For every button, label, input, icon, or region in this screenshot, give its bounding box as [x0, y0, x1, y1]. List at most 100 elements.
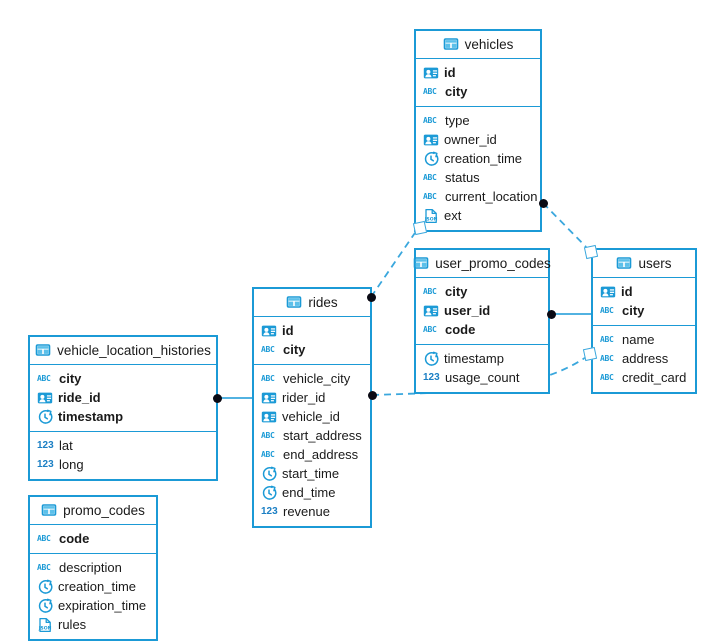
123-number-icon: 123	[261, 505, 278, 517]
table-icon	[41, 502, 57, 518]
column-row: JSON ext	[423, 206, 533, 225]
table-icon	[413, 255, 429, 271]
edge-endpoint-dot	[546, 309, 556, 319]
abc-string-icon: ABC	[423, 172, 437, 182]
table-icon	[443, 36, 459, 52]
column-name: end_time	[282, 485, 336, 500]
relationship-edge-rides-to-vehicles	[370, 226, 420, 298]
123-number-icon: 123	[37, 439, 54, 451]
edge-endpoint-square	[412, 220, 428, 236]
json-document-icon: JSON	[423, 208, 439, 224]
column-name: usage_count	[445, 370, 520, 385]
table-header[interactable]: users	[593, 250, 695, 278]
id-card-icon	[261, 390, 277, 406]
table-header[interactable]: vehicle_location_histories	[30, 337, 216, 365]
table-name: promo_codes	[63, 502, 145, 518]
svg-text:JSON: JSON	[38, 625, 52, 631]
column-row: ride_id	[37, 388, 209, 407]
column-name: long	[59, 457, 84, 472]
column-name: current_location	[445, 189, 538, 204]
abc-string-icon: ABC	[423, 286, 437, 296]
relationship-edge-vehicles-to-users	[542, 202, 591, 252]
table-icon	[616, 255, 632, 271]
column-row: 123 long	[37, 455, 209, 474]
json-document-icon: JSON	[37, 617, 53, 633]
column-name: end_address	[283, 447, 359, 462]
column-name: rules	[58, 617, 87, 632]
123-number-icon: 123	[37, 458, 54, 470]
column-name: city	[622, 303, 645, 318]
clock-icon	[423, 351, 439, 367]
table-name: user_promo_codes	[435, 255, 551, 271]
abc-string-icon: ABC	[261, 373, 275, 383]
column-row: id	[261, 321, 363, 340]
clock-icon	[261, 466, 277, 482]
abc-string-icon: ABC	[423, 86, 437, 96]
table-header[interactable]: promo_codes	[30, 497, 156, 525]
table-icon	[286, 294, 302, 310]
abc-string-icon: ABC	[423, 191, 437, 201]
table-header[interactable]: vehicles	[416, 31, 540, 59]
edge-endpoint-dot	[212, 393, 222, 403]
table-icon	[35, 342, 51, 358]
table-header[interactable]: user_promo_codes	[413, 250, 551, 278]
column-name: type	[445, 113, 470, 128]
table-name: vehicles	[464, 36, 514, 52]
column-name: revenue	[283, 504, 330, 519]
table-header[interactable]: rides	[254, 289, 370, 317]
clock-icon	[261, 485, 277, 501]
column-name: rider_id	[282, 390, 326, 405]
id-card-icon	[261, 409, 277, 425]
column-name: code	[59, 531, 90, 546]
column-name: city	[283, 342, 306, 357]
column-row: timestamp	[423, 349, 541, 368]
column-row: ABC city	[423, 82, 533, 101]
edge-endpoint-dot	[538, 198, 548, 208]
column-name: user_id	[444, 303, 491, 318]
column-name: city	[445, 84, 468, 99]
column-name: timestamp	[58, 409, 124, 424]
abc-string-icon: ABC	[423, 324, 437, 334]
abc-string-icon: ABC	[261, 344, 275, 354]
column-row: timestamp	[37, 407, 209, 426]
id-card-icon	[261, 323, 277, 339]
edge-endpoint-square	[582, 346, 598, 362]
column-row: ABC current_location	[423, 187, 538, 206]
column-name: lat	[59, 438, 73, 453]
id-card-icon	[423, 65, 439, 81]
column-name: description	[59, 560, 122, 575]
abc-string-icon: ABC	[261, 430, 275, 440]
column-name: vehicle_id	[282, 409, 340, 424]
id-card-icon	[423, 303, 439, 319]
id-card-icon	[600, 284, 616, 300]
column-row: 123 revenue	[261, 502, 363, 521]
abc-string-icon: ABC	[37, 373, 51, 383]
column-name: address	[622, 351, 669, 366]
column-section: 123 lat 123 long	[30, 432, 216, 479]
column-row: 123 lat	[37, 436, 209, 455]
svg-text:JSON: JSON	[424, 216, 438, 222]
column-row: vehicle_id	[261, 407, 363, 426]
column-name: start_time	[282, 466, 340, 481]
column-row: id	[600, 282, 688, 301]
column-row: id	[423, 63, 533, 82]
